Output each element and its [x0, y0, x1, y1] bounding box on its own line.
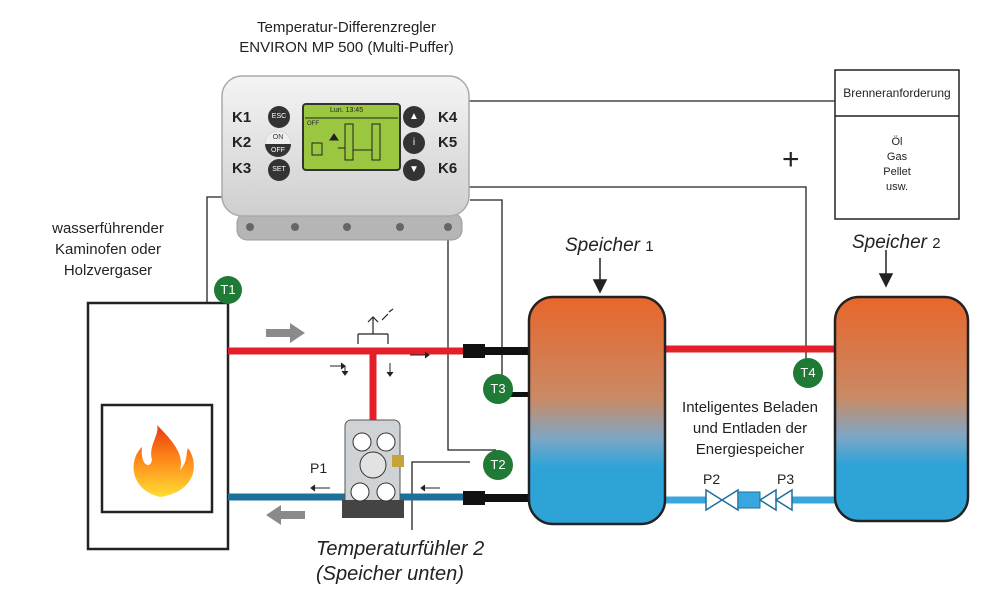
pump-motor-icon — [359, 451, 387, 479]
stove-label-2: Kaminofen oder — [55, 241, 161, 258]
pump-group-p1 — [342, 419, 404, 518]
set-button[interactable]: SET — [268, 159, 290, 181]
gauge-icon — [350, 482, 370, 502]
sensor-t1: T1 — [214, 276, 242, 304]
mixer-valve-icon — [357, 308, 394, 344]
key-k4-label: K4 — [438, 109, 458, 126]
controller-title-2: ENVIRON MP 500 (Multi-Puffer) — [239, 39, 454, 56]
display-status: OFF — [307, 121, 319, 127]
storage-tank-2 — [833, 295, 970, 523]
pointer-t2-label — [411, 461, 470, 530]
signal-wires — [206, 100, 835, 530]
tank-1-label: Speicher 1 — [565, 235, 654, 257]
valve-body-icon — [737, 491, 761, 509]
valve-icon — [392, 455, 404, 467]
wire-t3 — [470, 199, 503, 383]
sensor-t3: T3 — [483, 374, 513, 404]
pump-p1-label: P1 — [310, 460, 328, 476]
pump-p3-label: P3 — [777, 471, 795, 487]
burner-frame — [834, 69, 960, 220]
tank-arrows — [592, 250, 894, 294]
stove-label-1: wasserführender — [52, 220, 164, 237]
plus-sign: + — [782, 143, 800, 176]
esc-button[interactable]: ESC — [268, 106, 290, 128]
controller-unit — [221, 75, 470, 241]
small-arrows — [310, 351, 440, 492]
sensor-t4: T4 — [793, 358, 823, 388]
key-k2-label: K2 — [232, 134, 252, 151]
gauge-icon — [352, 432, 372, 452]
storage-tank-1 — [527, 295, 667, 526]
pipe-connectors — [463, 344, 530, 505]
middle-text-3: Energiespeicher — [695, 441, 805, 458]
down-button[interactable]: ▼ — [403, 159, 425, 181]
key-k5-label: K5 — [438, 134, 458, 151]
on-label: ON — [265, 131, 291, 144]
key-k3-label: K3 — [232, 160, 252, 177]
flame-icon — [133, 425, 194, 497]
wire-t4 — [465, 186, 807, 370]
link-valves — [705, 488, 793, 512]
controller-title-1: Temperatur-Differenzregler — [257, 19, 436, 36]
middle-text-1: Inteligentes Beladen — [682, 399, 818, 416]
key-k6-label: K6 — [438, 160, 458, 177]
gauge-icon — [376, 432, 396, 452]
sensor-t2: T2 — [483, 450, 513, 480]
on-off-button[interactable]: ON OFF — [265, 131, 291, 157]
fuel-oil: Öl — [891, 136, 903, 148]
fuel-gas: Gas — [886, 151, 908, 163]
gauge-icon — [376, 482, 396, 502]
middle-text-2: und Entladen der — [692, 420, 808, 437]
tank-2-number: 2 — [932, 235, 941, 252]
valve-p2-icon — [705, 488, 739, 512]
burner-box — [834, 69, 960, 220]
tank-2-label: Speicher 2 — [852, 232, 941, 254]
hot-pipes — [228, 345, 835, 420]
tank-2-name: Speicher — [852, 232, 927, 253]
up-button[interactable]: ▲ — [403, 106, 425, 128]
fuel-etc: usw. — [885, 181, 908, 193]
controller-display — [302, 103, 401, 171]
tank-1-name: Speicher — [565, 235, 640, 256]
pump-p2-label: P2 — [703, 471, 721, 487]
mount-screws — [246, 223, 452, 231]
info-icon: i — [412, 137, 416, 148]
valve-p3-icon — [758, 488, 793, 512]
arrow-down-icon: ▼ — [409, 164, 419, 175]
flow-out-arrow — [266, 323, 305, 343]
bottom-label-1: Temperaturfühler 2 — [316, 538, 485, 560]
flow-arrows — [266, 323, 305, 525]
fuel-pellet: Pellet — [883, 166, 911, 178]
key-k1-label: K1 — [232, 109, 252, 126]
display-graphics — [305, 117, 398, 161]
stove — [86, 301, 230, 551]
bottom-label-2: (Speicher unten) — [316, 563, 464, 585]
tank-1-number: 1 — [645, 238, 654, 255]
stove-label-3: Holzvergaser — [63, 262, 153, 279]
burner-request-label: Brenneranforderung — [843, 86, 951, 100]
info-button[interactable]: i — [403, 132, 425, 154]
off-label: OFF — [271, 147, 285, 154]
wire-t1 — [206, 196, 225, 302]
pump-insulation — [342, 500, 404, 518]
wire-t2 — [447, 228, 496, 451]
display-time: Lun. 13:45 — [330, 107, 364, 114]
arrow-up-icon: ▲ — [409, 111, 419, 122]
flow-in-arrow — [266, 505, 305, 525]
